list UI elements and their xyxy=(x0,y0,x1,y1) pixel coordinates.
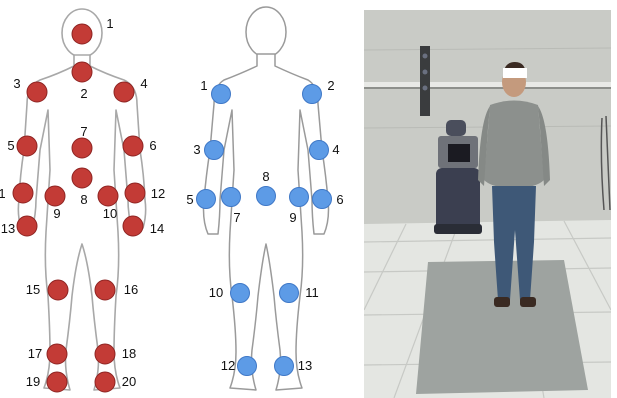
red-marker-3 xyxy=(27,82,47,102)
blue-marker-8 xyxy=(290,188,309,207)
blue-marker-12 xyxy=(238,357,257,376)
blue-marker-label-2: 2 xyxy=(327,78,334,93)
red-marker-8 xyxy=(72,168,92,188)
red-marker-20 xyxy=(95,372,115,392)
blue-marker-label-6: 7 xyxy=(233,210,240,225)
red-marker-label-4: 4 xyxy=(140,76,147,91)
red-marker-14 xyxy=(123,216,143,236)
red-marker-5 xyxy=(17,136,37,156)
face-blur-bar xyxy=(503,68,527,78)
red-marker-label-9: 1 xyxy=(0,186,6,201)
red-marker-11 xyxy=(98,186,118,206)
blue-marker-9 xyxy=(313,190,332,209)
red-marker-label-16: 16 xyxy=(124,282,138,297)
red-marker-10 xyxy=(45,186,65,206)
red-marker-label-11: 10 xyxy=(103,206,117,221)
lab-photo-svg xyxy=(364,10,611,398)
red-marker-9 xyxy=(13,183,33,203)
left-figure-svg: 123456781910121314151617181920 xyxy=(0,0,178,398)
red-marker-label-19: 19 xyxy=(26,374,40,389)
blue-marker-5 xyxy=(197,190,216,209)
blue-marker-label-11: 11 xyxy=(305,285,319,300)
blue-marker-label-12: 12 xyxy=(221,358,235,373)
red-marker-label-7: 7 xyxy=(80,124,87,139)
blue-marker-7 xyxy=(257,187,276,206)
red-marker-label-17: 17 xyxy=(28,346,42,361)
red-marker-4 xyxy=(114,82,134,102)
red-marker-16 xyxy=(95,280,115,300)
red-marker-label-18: 18 xyxy=(122,346,136,361)
blue-marker-label-10: 10 xyxy=(209,285,223,300)
red-marker-17 xyxy=(47,344,67,364)
red-marker-label-10: 9 xyxy=(53,206,60,221)
red-marker-1 xyxy=(72,24,92,44)
blue-marker-label-13: 13 xyxy=(298,358,312,373)
blue-marker-13 xyxy=(275,357,294,376)
red-marker-label-2: 2 xyxy=(80,86,87,101)
red-marker-label-8: 8 xyxy=(80,192,87,207)
blue-marker-label-4: 4 xyxy=(332,142,339,157)
red-marker-label-1: 1 xyxy=(106,16,113,31)
blue-marker-3 xyxy=(205,141,224,160)
red-marker-19 xyxy=(47,372,67,392)
red-marker-label-15: 15 xyxy=(26,282,40,297)
red-marker-label-14: 14 xyxy=(150,221,164,236)
blue-marker-label-3: 3 xyxy=(193,142,200,157)
blue-marker-4 xyxy=(310,141,329,160)
left-body-figure: 123456781910121314151617181920 xyxy=(0,0,178,398)
red-marker-6 xyxy=(123,136,143,156)
red-marker-2 xyxy=(72,62,92,82)
middle-figure-svg: 12345789610111213 xyxy=(178,0,356,398)
red-marker-label-5: 5 xyxy=(7,138,14,153)
blue-marker-2 xyxy=(303,85,322,104)
robot xyxy=(434,120,482,234)
blue-marker-label-9: 6 xyxy=(336,192,343,207)
red-marker-18 xyxy=(95,344,115,364)
red-marker-label-20: 20 xyxy=(122,374,136,389)
red-marker-15 xyxy=(48,280,68,300)
blue-marker-label-8: 9 xyxy=(289,210,296,225)
blue-marker-label-5: 5 xyxy=(186,192,193,207)
lab-photo xyxy=(364,10,611,398)
red-marker-label-3: 3 xyxy=(13,76,20,91)
blue-marker-label-7: 8 xyxy=(262,169,269,184)
blue-marker-6 xyxy=(222,188,241,207)
middle-body-figure: 12345789610111213 xyxy=(178,0,356,398)
red-marker-13 xyxy=(17,216,37,236)
red-marker-label-6: 6 xyxy=(149,138,156,153)
red-marker-label-13: 13 xyxy=(1,221,15,236)
blue-marker-11 xyxy=(280,284,299,303)
wall-rail xyxy=(364,82,611,87)
red-marker-7 xyxy=(72,138,92,158)
blue-marker-label-1: 1 xyxy=(200,78,207,93)
red-marker-label-12: 12 xyxy=(151,186,165,201)
red-marker-12 xyxy=(125,183,145,203)
blue-marker-1 xyxy=(212,85,231,104)
blue-marker-10 xyxy=(231,284,250,303)
